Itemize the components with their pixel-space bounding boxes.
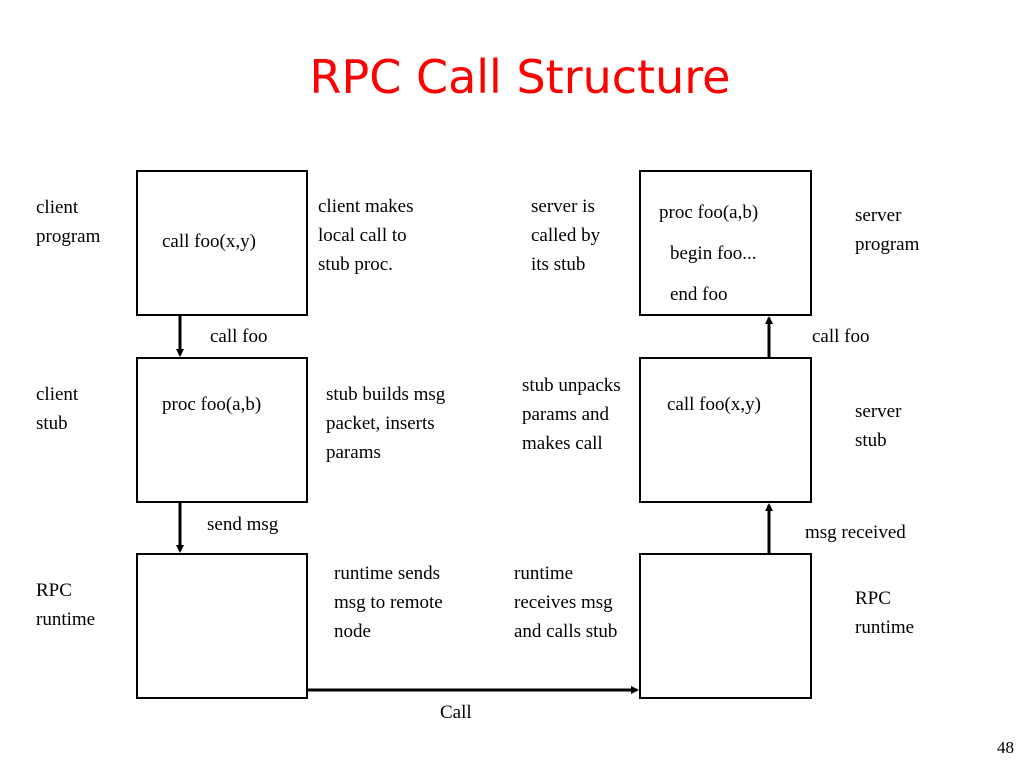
server-stub-box (639, 357, 812, 503)
client-stub-label: client stub (36, 384, 79, 434)
desc-server-called-by-stub: server is called by its stub (531, 196, 601, 275)
server-program-code-line3: end foo (670, 284, 728, 305)
desc-stub-builds-msg: stub builds msg packet, inserts params (326, 384, 446, 463)
client-program-label: client program (36, 197, 101, 247)
server-runtime-box (639, 553, 812, 699)
server-program-code-line1: proc foo(a,b) (659, 202, 759, 223)
client-runtime-label: RPC runtime (36, 580, 96, 630)
client-arrow-call-foo-label: call foo (210, 326, 268, 347)
bottom-call-label: Call (440, 702, 472, 723)
server-arrow-msg-received-label: msg received (805, 522, 906, 543)
desc-runtime-receives-msg: runtime receives msg and calls stub (514, 563, 618, 642)
client-stub-code: proc foo(a,b) (162, 394, 262, 415)
server-program-code-line2: begin foo... (670, 243, 757, 264)
slide-title: RPC Call Structure (309, 50, 731, 104)
page-number: 48 (997, 738, 1014, 757)
desc-client-makes-local-call: client makes local call to stub proc. (318, 196, 414, 275)
client-arrow-send-msg-label: send msg (207, 514, 279, 535)
server-program-label: server program (855, 205, 920, 255)
client-program-code: call foo(x,y) (162, 231, 256, 252)
client-runtime-box (136, 553, 308, 699)
desc-stub-unpacks-params: stub unpacks params and makes call (522, 375, 621, 454)
server-stub-label: server stub (855, 401, 902, 451)
server-program-box (639, 170, 812, 316)
server-arrow-call-foo-label: call foo (812, 326, 870, 347)
desc-runtime-sends-msg: runtime sends msg to remote node (334, 563, 443, 642)
server-runtime-label: RPC runtime (855, 588, 915, 638)
client-stub-box (136, 357, 308, 503)
server-stub-code: call foo(x,y) (667, 394, 761, 415)
client-program-box (136, 170, 308, 316)
